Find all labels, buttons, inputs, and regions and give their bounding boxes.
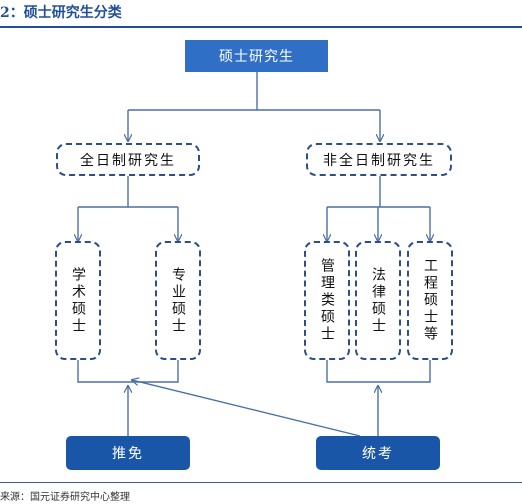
node-law-master-label: 法律硕士 — [370, 266, 386, 335]
node-academic-master-label: 学术硕士 — [70, 266, 86, 335]
connector-root — [128, 72, 380, 111]
node-engineering-master-label: 工程硕士等 — [422, 258, 438, 343]
node-law-master: 法律硕士 — [355, 241, 401, 360]
node-parttime-label: 非全日制研究生 — [323, 152, 435, 169]
figure-title: 2：硕士研究生分类 — [0, 5, 122, 21]
node-engineering-master: 工程硕士等 — [407, 241, 453, 360]
node-recommend: 推免 — [66, 436, 190, 470]
title-divider — [0, 26, 522, 28]
node-parttime: 非全日制研究生 — [306, 143, 452, 176]
connector-bottom-right — [326, 360, 431, 383]
arrow-from-exam — [132, 380, 361, 437]
node-fulltime-label: 全日制研究生 — [80, 152, 176, 169]
node-fulltime: 全日制研究生 — [56, 143, 200, 176]
footer-divider — [0, 482, 522, 483]
node-master-students: 硕士研究生 — [185, 40, 328, 72]
node-professional-master: 专业硕士 — [155, 241, 201, 360]
node-exam: 统考 — [316, 436, 440, 470]
node-exam-label: 统考 — [362, 446, 394, 462]
source-note: 来源：国元证券研究中心整理 — [0, 492, 130, 503]
node-professional-master-label: 专业硕士 — [170, 266, 186, 335]
node-academic-master: 学术硕士 — [55, 241, 101, 360]
node-management-master: 管理类硕士 — [304, 241, 350, 360]
connector-bottom-left — [77, 360, 179, 383]
connector-parttime — [327, 176, 430, 208]
node-master-students-label: 硕士研究生 — [219, 49, 294, 65]
node-recommend-label: 推免 — [112, 446, 144, 462]
connector-fulltime — [78, 176, 178, 208]
node-management-master-label: 管理类硕士 — [319, 258, 335, 343]
